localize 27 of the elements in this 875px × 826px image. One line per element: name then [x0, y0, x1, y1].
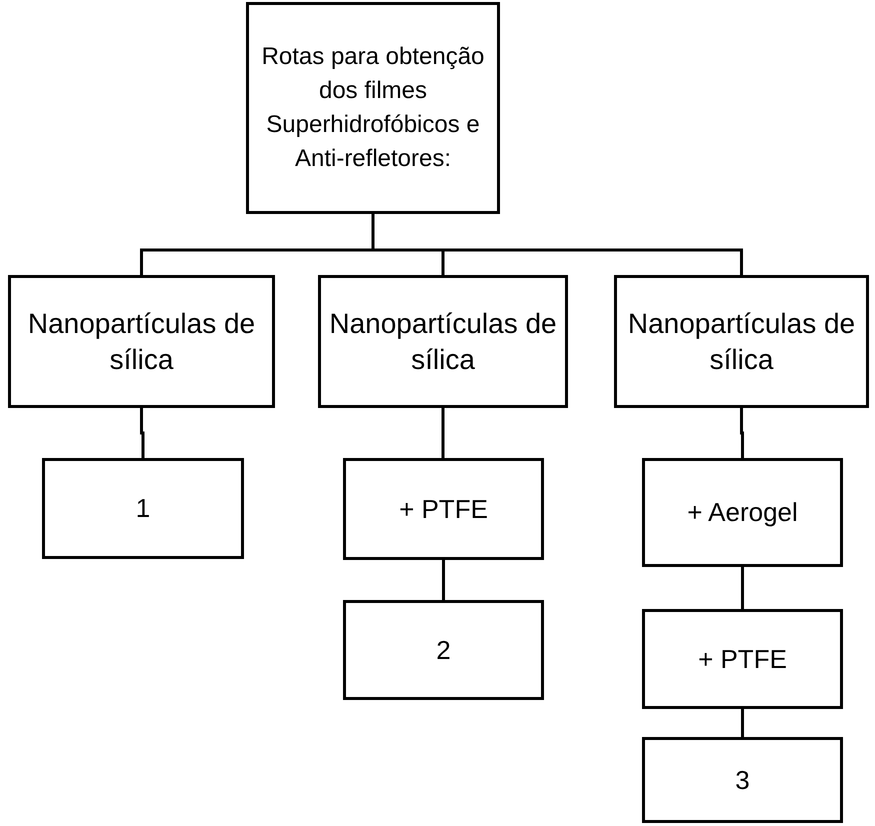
box-label: + Aerogel — [687, 496, 798, 529]
box-label: 3 — [735, 764, 750, 796]
process-box — [343, 458, 544, 560]
box-label: Nanopartículas de sílica — [26, 306, 256, 376]
connector-line — [442, 560, 445, 600]
box-label: Rotas para obtenção dos filmes Superhidrofóbicos e Anti-refletores: — [260, 42, 486, 174]
process-box — [42, 458, 244, 559]
box-label: 1 — [136, 492, 150, 525]
box-label: 2 — [436, 634, 451, 666]
process-box — [642, 458, 843, 567]
box-label: Nanopartículas de sílica — [328, 306, 558, 376]
process-box — [343, 600, 544, 700]
process-box — [8, 275, 275, 408]
process-box — [318, 275, 568, 408]
box-label: + PTFE — [698, 642, 787, 676]
process-box — [614, 275, 869, 408]
box-label: Nanopartículas de sílica — [626, 306, 856, 376]
connector-line — [372, 214, 743, 275]
connector-line — [140, 408, 144, 458]
connector-line — [741, 567, 744, 609]
connector-line — [740, 408, 744, 458]
process-box — [246, 2, 500, 214]
box-label: + PTFE — [399, 492, 488, 526]
connector-line — [442, 408, 444, 458]
process-box — [642, 609, 843, 709]
connector-line — [741, 709, 744, 737]
process-box — [642, 737, 843, 823]
